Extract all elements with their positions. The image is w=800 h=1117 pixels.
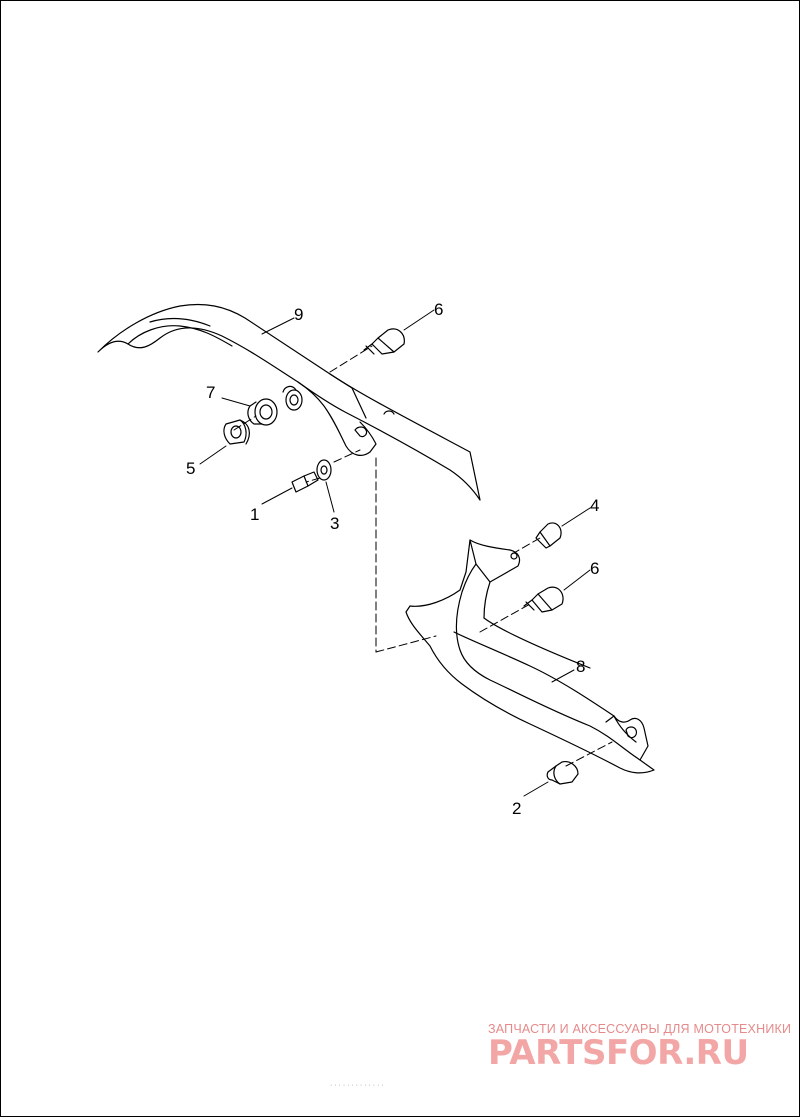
acorn-nut-4	[535, 522, 562, 549]
acorn-nut-lower	[523, 586, 564, 613]
belt-guard-lower	[405, 539, 655, 774]
callout-2: 2	[512, 799, 521, 818]
alignment-lines	[233, 345, 613, 767]
acorn-nut-upper	[363, 328, 405, 355]
callout-3: 3	[330, 514, 339, 533]
flange-bolt	[546, 761, 579, 785]
callout-4: 4	[590, 496, 599, 515]
watermark-logo: PARTSFOR.RU	[488, 1033, 749, 1073]
callout-9: 9	[294, 305, 303, 324]
grommet	[247, 398, 278, 426]
leader-lines	[199, 309, 591, 797]
callout-5: 5	[186, 459, 195, 478]
callout-7: 7	[206, 383, 215, 402]
callout-6-upper: 6	[434, 300, 443, 319]
screw	[291, 471, 319, 493]
washer	[316, 459, 332, 481]
watermark-tagline: ЗАПЧАСТИ И АКСЕССУАРЫ ДЛЯ МОТОТЕХНИКИ	[488, 1022, 792, 1036]
spacer-sleeve	[223, 419, 250, 445]
callout-8: 8	[576, 657, 585, 676]
callout-6-lower: 6	[590, 559, 599, 578]
footer-faint-text: · · · · · · · · · · · · ·	[330, 1082, 384, 1089]
belt-guard-upper	[97, 303, 481, 501]
callout-1: 1	[250, 505, 259, 524]
